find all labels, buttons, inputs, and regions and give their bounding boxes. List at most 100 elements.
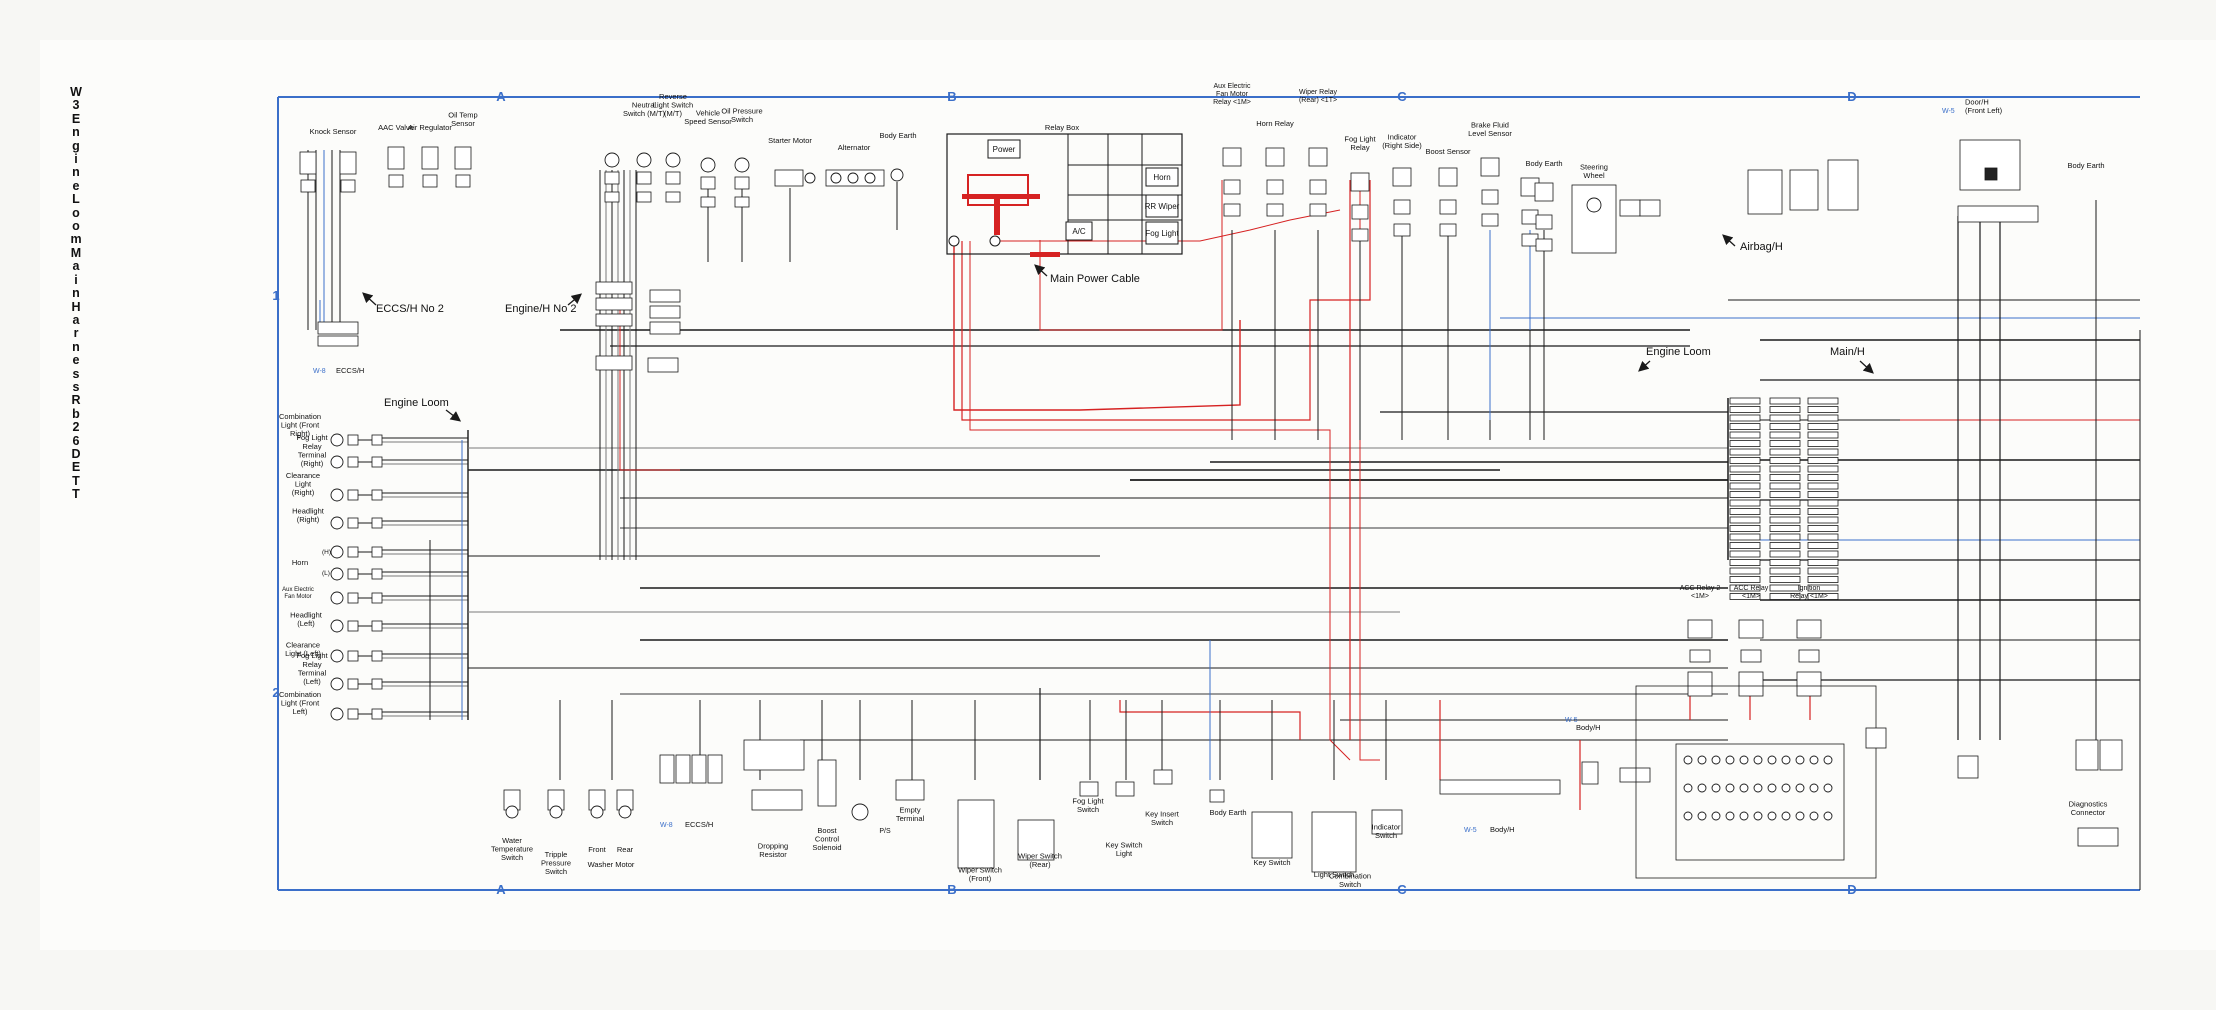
main-h-terminal: [1769, 550, 1801, 558]
main-h-terminal: [1807, 525, 1839, 532]
grid-row-1: 1: [272, 288, 279, 303]
fuse-symbol: [1683, 811, 1693, 821]
fuse-symbol: [1767, 783, 1777, 793]
connector: [1393, 223, 1411, 237]
fuse-symbol: [1823, 783, 1833, 793]
relay-body: [1392, 167, 1412, 187]
main-h-terminal: [1769, 567, 1801, 575]
main-h-terminal: [1807, 508, 1839, 515]
door-h-pin: [1984, 167, 1998, 181]
main-h-terminal: [1769, 406, 1801, 413]
connector: [347, 568, 359, 580]
switch-symbol: [665, 152, 681, 168]
body-h-connector: [1439, 779, 1561, 795]
grid-row-2: 2: [272, 685, 279, 700]
connector: [371, 434, 383, 446]
lamp-symbol: [330, 619, 344, 633]
body-earth-4-label: Body Earth: [1209, 808, 1246, 817]
connector: [1351, 204, 1369, 220]
main-h-terminal: [1729, 397, 1761, 405]
connector: [734, 176, 750, 190]
grid-col-bottom-c: C: [1397, 882, 1407, 897]
relay-body: [1687, 619, 1713, 639]
connector: [700, 196, 716, 208]
ps-label: P/S: [879, 828, 891, 835]
connector: [347, 517, 359, 529]
main-h-terminal: [1729, 465, 1761, 473]
connector: [422, 174, 438, 188]
wire-layer: [307, 150, 2141, 890]
air-regulator-label: Air Regulator: [408, 123, 452, 132]
washer-motor-label: Washer Motor: [588, 860, 635, 869]
fuse-symbol: [1753, 783, 1763, 793]
connector: [2099, 739, 2123, 771]
connector: [707, 754, 723, 784]
dropping-resistor-connector: [743, 739, 805, 771]
grid-col-top-a: A: [496, 89, 506, 104]
horn-label: Horn: [292, 558, 308, 567]
main-h-terminal: [1729, 567, 1761, 575]
fuse-symbol: [1697, 811, 1707, 821]
main-h-terminal: [1729, 431, 1761, 439]
relay-connector: [1687, 671, 1713, 697]
main-h-terminal: [1729, 423, 1761, 430]
connector: [347, 620, 359, 632]
main-h-terminal: [1769, 525, 1801, 532]
arrow-main-h: [1859, 360, 1874, 374]
alternator-terminal: [847, 172, 859, 184]
main-h-terminal: [1807, 465, 1839, 473]
connector: [1521, 233, 1539, 247]
main-h-terminal: [1807, 474, 1839, 481]
relay-body: [1534, 182, 1554, 202]
engine-loom-right-label: Engine Loom: [1646, 346, 1711, 358]
fusible-link-bar: [962, 194, 1040, 199]
relay-body: [1350, 172, 1370, 192]
door-h-connector: [1959, 139, 2021, 191]
grid-col-top-d: D: [1847, 89, 1856, 104]
main-h-terminal: [1769, 508, 1801, 515]
washer-front-label: Front: [588, 845, 606, 854]
connector: [371, 592, 383, 604]
page-title-char: 2: [72, 420, 80, 435]
switch-symbol: [636, 152, 652, 168]
main-h-terminal: [1729, 525, 1761, 532]
headlight-right-label: Headlight(Right): [292, 506, 325, 524]
page-title-char: a: [72, 312, 80, 327]
connector: [1439, 199, 1457, 215]
main-h-terminal: [1769, 448, 1801, 456]
relay-body: [1265, 147, 1285, 167]
fuse-symbol: [1711, 811, 1721, 821]
main-h-terminal: [1807, 482, 1839, 490]
lamp-symbol: [330, 488, 344, 502]
body-h-1-label: Body/H: [1576, 723, 1601, 732]
power-wire: [961, 180, 1371, 421]
fuse-symbol: [1823, 811, 1833, 821]
main-h-terminal: [1807, 542, 1839, 549]
page-title-char: n: [72, 125, 80, 140]
relay-box-label: Relay Box: [1045, 123, 1079, 132]
fuse-symbol: [1767, 811, 1777, 821]
fuse-symbol: [1823, 755, 1833, 765]
fuse-symbol: [1795, 783, 1805, 793]
eccs-h-top-ref: W-8: [313, 368, 326, 375]
main-h-terminal: [1807, 440, 1839, 447]
body-earth-3-label: Body Earth: [2067, 161, 2104, 170]
page-title-char: n: [72, 286, 80, 301]
engine-h-connector: [595, 281, 633, 295]
connector: [1351, 228, 1369, 242]
main-h-terminal: [1729, 406, 1761, 413]
connector: [659, 754, 675, 784]
connector: [1535, 214, 1553, 230]
boost-sensor-label: Boost Sensor: [1425, 147, 1471, 156]
sensor-body: [339, 151, 357, 175]
page-title-char: 6: [72, 433, 80, 448]
